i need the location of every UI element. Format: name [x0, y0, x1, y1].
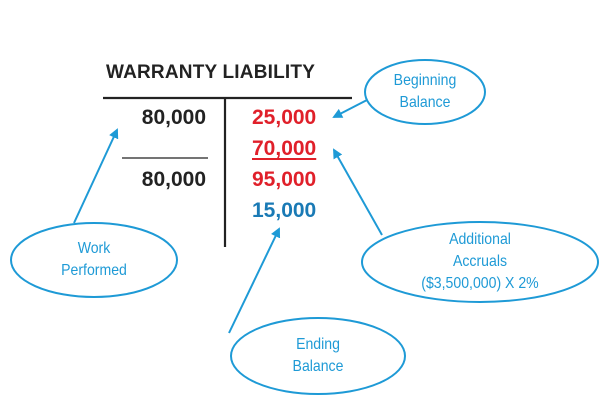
ending-balance-label: Ending Balance — [241, 318, 394, 394]
arrow-ending-balance — [228, 227, 281, 334]
ending-balance-line-2: Balance — [292, 358, 344, 375]
additional-accruals-line-1: Additional — [449, 231, 511, 248]
work-performed-line-1: Work — [77, 240, 111, 257]
account-title: WARRANTY LIABILITY — [106, 62, 316, 83]
arrow-additional-accruals — [333, 148, 383, 236]
credit-ending-balance-value: 15,000 — [252, 199, 317, 222]
beginning-balance-label: Beginning Balance — [372, 60, 478, 124]
additional-accruals-line-3: ($3,500,000) X 2% — [421, 275, 539, 292]
debit-work-performed-value: 80,000 — [141, 106, 206, 129]
beginning-balance-line-1: Beginning — [393, 72, 457, 89]
work-performed-label: Work Performed — [21, 223, 167, 297]
ending-balance-bubble — [230, 317, 406, 395]
beginning-balance-bubble — [364, 59, 486, 125]
work-performed-bubble — [10, 222, 178, 298]
additional-accruals-label: Additional Accruals ($3,500,000) X 2% — [376, 222, 584, 302]
beginning-balance-line-2: Balance — [399, 94, 451, 111]
additional-accruals-bubble — [361, 221, 599, 303]
credit-additional-accruals-value: 70,000 — [252, 137, 317, 160]
arrow-work-performed — [73, 128, 119, 224]
credit-total-value: 95,000 — [252, 168, 317, 191]
work-performed-line-2: Performed — [61, 262, 127, 279]
ending-balance-line-1: Ending — [296, 336, 340, 353]
credit-beginning-balance-value: 25,000 — [252, 106, 317, 129]
debit-total-value: 80,000 — [141, 168, 206, 191]
additional-accruals-line-2: Accruals — [452, 253, 507, 270]
arrow-beginning-balance — [332, 99, 368, 118]
